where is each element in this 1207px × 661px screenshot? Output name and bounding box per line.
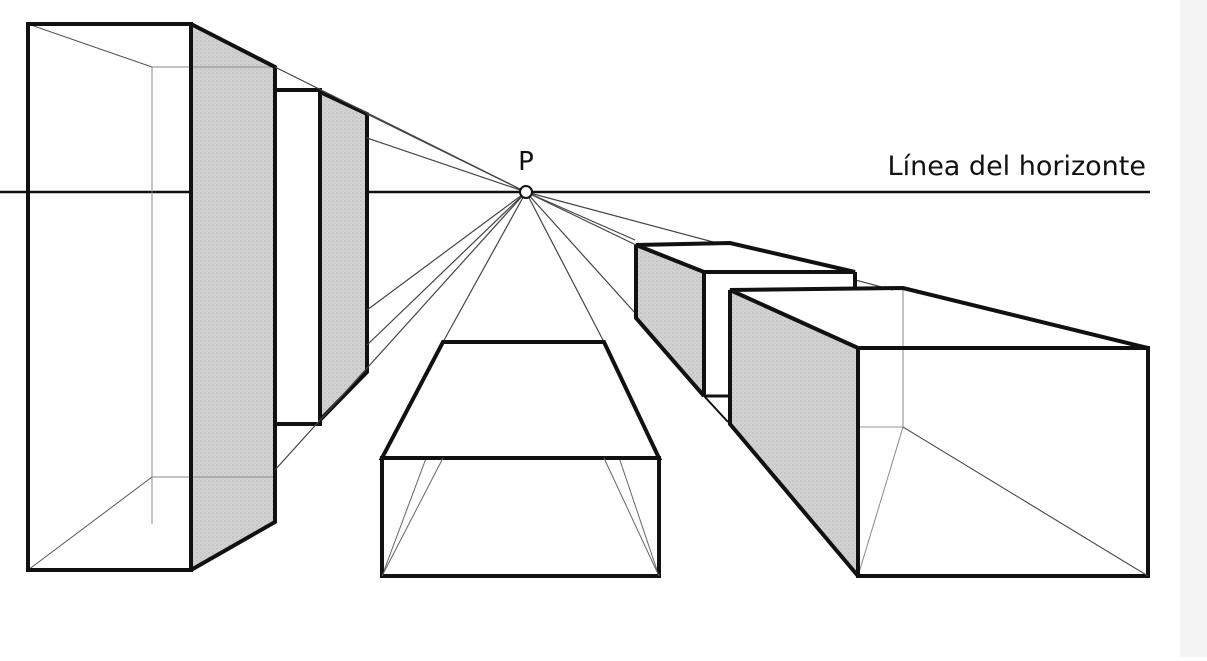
right-front-box xyxy=(728,285,1150,578)
middle-left-box xyxy=(273,88,369,426)
left-tall-box-side-face xyxy=(191,24,275,570)
vanishing-point xyxy=(519,185,533,199)
left-tall-box xyxy=(26,22,277,572)
right-front-box-side-face xyxy=(730,290,858,576)
left-tall-box-front-face xyxy=(26,22,193,572)
center-box-front-face xyxy=(380,456,661,578)
middle-left-box-side-face xyxy=(320,92,367,420)
center-box xyxy=(378,340,663,578)
right-margin-strip xyxy=(1180,0,1207,657)
right-front-box-front-face xyxy=(856,346,1150,578)
right-back-box xyxy=(634,240,857,423)
horizon-label: Línea del horizonte xyxy=(888,151,1146,182)
converging-lines xyxy=(274,66,894,471)
right-back-box-side-face xyxy=(636,245,704,396)
vanishing-point-label: P xyxy=(518,147,534,177)
center-box-top-face xyxy=(378,340,663,460)
middle-left-box-front-face xyxy=(273,88,322,426)
